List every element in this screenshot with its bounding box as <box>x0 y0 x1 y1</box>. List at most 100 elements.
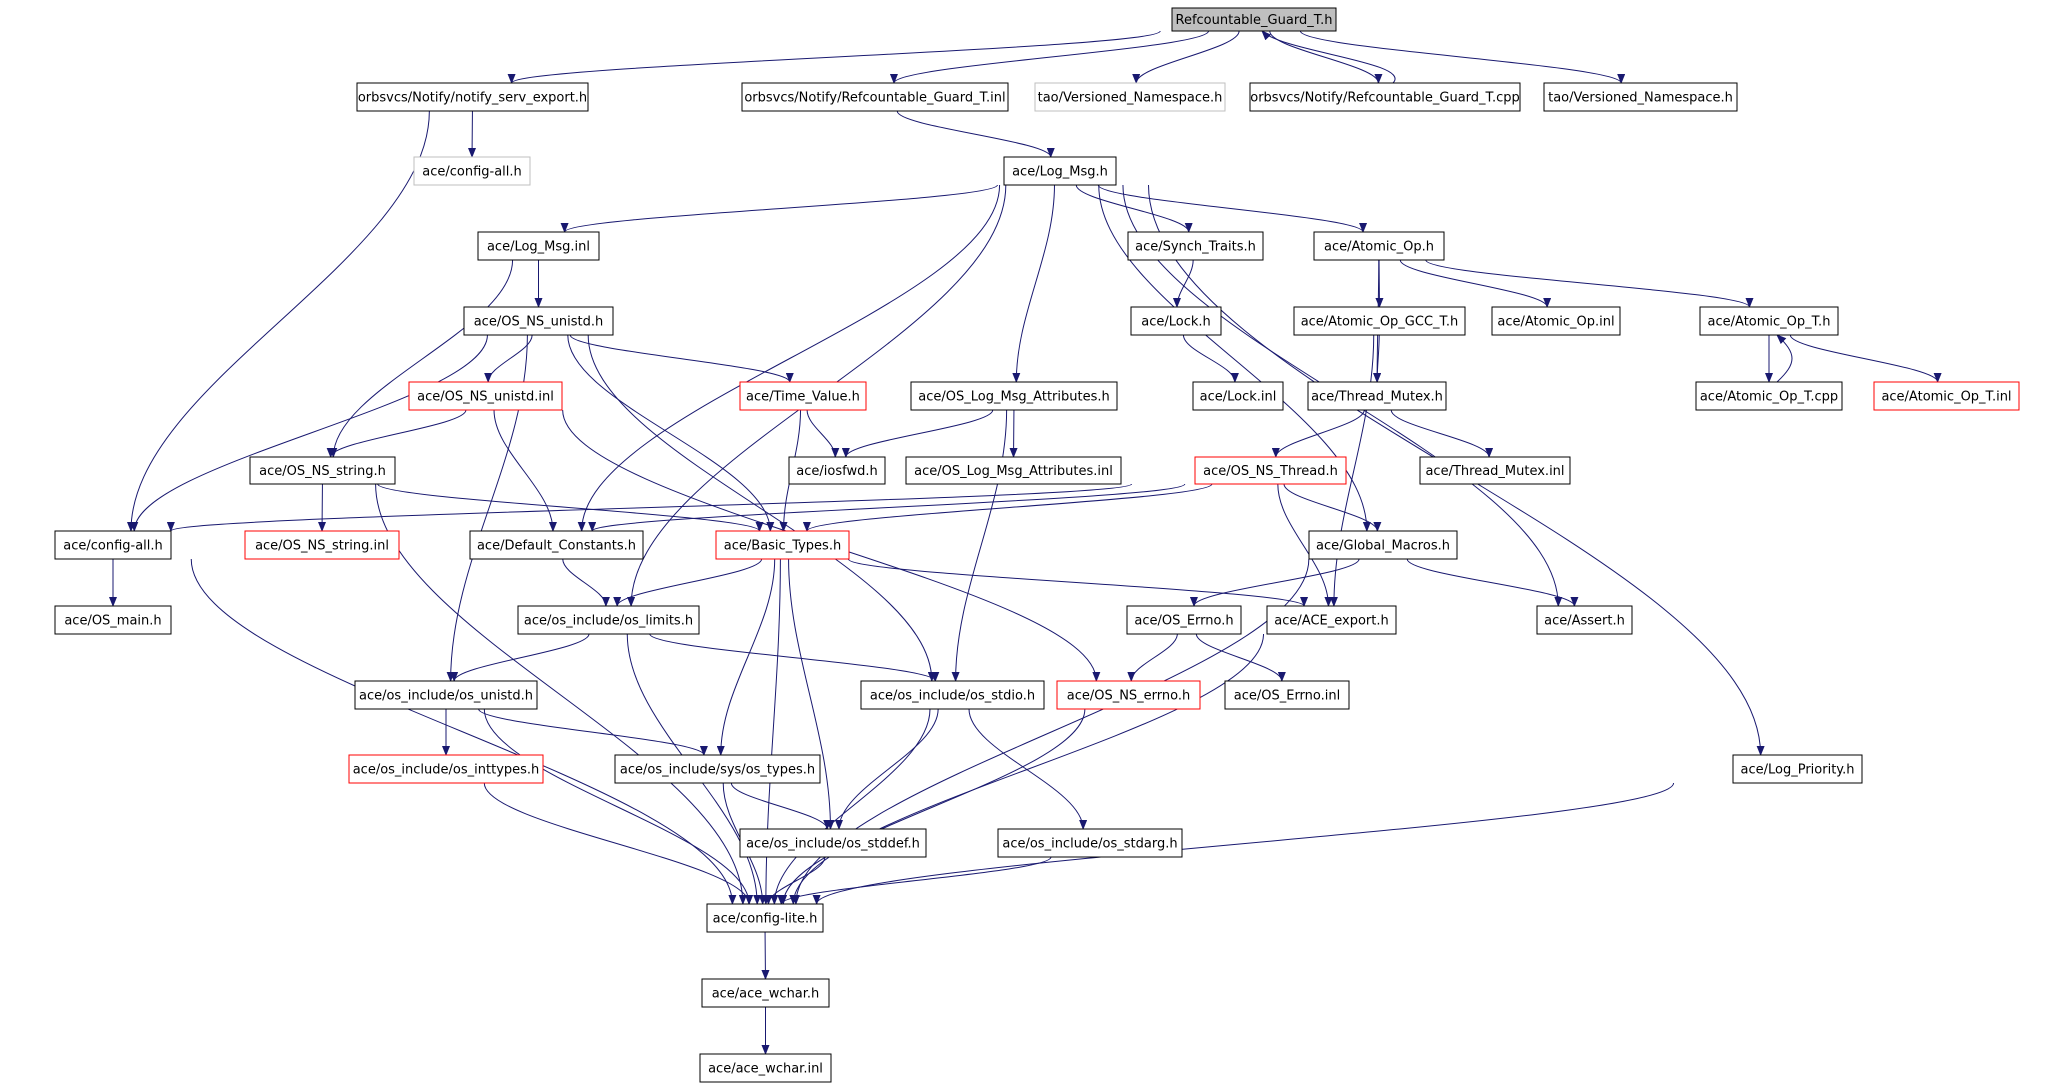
node-rg_cpp[interactable]: orbsvcs/Notify/Refcountable_Guard_T.cpp <box>1249 82 1521 112</box>
node-root[interactable]: Refcountable_Guard_T.h <box>1171 7 1337 32</box>
node-os_errno_inl[interactable]: ace/OS_Errno.inl <box>1224 680 1350 710</box>
node-atomic_op_h[interactable]: ace/Atomic_Op.h <box>1313 231 1445 261</box>
edge-basic_types-to-ace_export <box>847 558 1308 607</box>
node-os_ns_unistd_inl[interactable]: ace/OS_NS_unistd.inl <box>408 381 563 411</box>
node-label-atomic_op_h: ace/Atomic_Op.h <box>1324 240 1434 255</box>
node-atomic_op_t_h[interactable]: ace/Atomic_Op_T.h <box>1699 306 1839 336</box>
node-box-log_attr_inl <box>905 456 1122 485</box>
edge-thread_mutex_h-to-thread_mutex_inl <box>1390 409 1494 458</box>
node-config_all_missing[interactable]: ace/config-all.h <box>413 156 531 186</box>
edge-os_ns_errno-to-config_lite <box>779 708 1086 905</box>
node-box-rg_cpp <box>1249 82 1521 112</box>
node-atomic_op_t_cpp[interactable]: ace/Atomic_Op_T.cpp <box>1695 381 1843 411</box>
node-box-os_errno_h <box>1126 605 1242 635</box>
node-ace_wchar_h[interactable]: ace/ace_wchar.h <box>701 978 830 1008</box>
node-label-log_attr_inl: ace/OS_Log_Msg_Attributes.inl <box>914 464 1113 479</box>
node-atomic_op_t_inl[interactable]: ace/Atomic_Op_T.inl <box>1873 381 2020 411</box>
node-os_errno_h[interactable]: ace/OS_Errno.h <box>1126 605 1242 635</box>
node-ace_export[interactable]: ace/ACE_export.h <box>1266 605 1397 635</box>
node-label-log_attr_h: ace/OS_Log_Msg_Attributes.h <box>918 390 1109 405</box>
node-box-lock_h <box>1130 306 1222 336</box>
node-label-os_inttypes: ace/os_include/os_inttypes.h <box>353 763 540 778</box>
edge-os_ns_unistd_h-to-time_value <box>569 334 794 383</box>
edge-log_msg_h-to-log_msg_inl <box>560 184 998 233</box>
edge-global_macros-to-assert_h <box>1406 558 1579 607</box>
node-sys_types[interactable]: ace/os_include/sys/os_types.h <box>614 754 821 784</box>
node-label-ace_wchar_inl: ace/ace_wchar.inl <box>708 1062 823 1077</box>
node-config_lite[interactable]: ace/config-lite.h <box>706 903 824 933</box>
node-label-notify_export: orbsvcs/Notify/notify_serv_export.h <box>358 91 587 106</box>
edge-os_ns_thread-to-config_all <box>167 483 1133 532</box>
edge-synch_traits-to-lock_h <box>1172 259 1194 308</box>
node-os_inttypes[interactable]: ace/os_include/os_inttypes.h <box>348 754 544 784</box>
node-box-lock_inl <box>1192 381 1284 411</box>
node-label-atomic_op_t_inl: ace/Atomic_Op_T.inl <box>1881 390 2011 405</box>
edge-os_ns_thread-to-global_macros <box>1283 483 1382 532</box>
node-box-os_ns_string_h <box>249 456 396 485</box>
node-box-os_stdio <box>860 680 1045 710</box>
node-log_priority[interactable]: ace/Log_Priority.h <box>1732 754 1863 784</box>
node-notify_export[interactable]: orbsvcs/Notify/notify_serv_export.h <box>356 82 589 112</box>
node-tao_vn[interactable]: tao/Versioned_Namespace.h <box>1543 82 1738 112</box>
node-label-config_all: ace/config-all.h <box>63 539 163 554</box>
node-atomic_op_inl[interactable]: ace/Atomic_Op.inl <box>1491 306 1621 336</box>
node-box-thread_mutex_inl <box>1419 456 1571 485</box>
node-assert_h[interactable]: ace/Assert.h <box>1536 605 1633 635</box>
node-os_ns_errno[interactable]: ace/OS_NS_errno.h <box>1056 680 1201 710</box>
node-os_ns_unistd_h[interactable]: ace/OS_NS_unistd.h <box>463 306 614 336</box>
node-os_limits[interactable]: ace/os_include/os_limits.h <box>517 605 700 635</box>
node-os_ns_string_h[interactable]: ace/OS_NS_string.h <box>249 456 396 485</box>
node-label-synch_traits: ace/Synch_Traits.h <box>1135 240 1256 255</box>
edge-atomic_op_t_h-to-atomic_op_t_inl <box>1789 334 1942 383</box>
edge-root-to-notify_export <box>507 30 1161 84</box>
node-log_attr_inl[interactable]: ace/OS_Log_Msg_Attributes.inl <box>905 456 1122 485</box>
node-default_constants[interactable]: ace/Default_Constants.h <box>469 530 644 560</box>
node-box-log_msg_inl <box>477 231 600 261</box>
node-os_stdio[interactable]: ace/os_include/os_stdio.h <box>860 680 1045 710</box>
node-time_value[interactable]: ace/Time_Value.h <box>739 381 867 411</box>
node-label-os_ns_string_inl: ace/OS_NS_string.inl <box>255 539 389 554</box>
node-os_main[interactable]: ace/OS_main.h <box>54 605 172 635</box>
node-box-atomic_op_h <box>1313 231 1445 261</box>
node-box-root <box>1171 7 1337 32</box>
node-box-os_errno_inl <box>1224 680 1350 710</box>
node-os_stdarg[interactable]: ace/os_include/os_stdarg.h <box>997 828 1183 858</box>
node-os_ns_thread[interactable]: ace/OS_NS_Thread.h <box>1194 456 1347 485</box>
node-label-ace_wchar_h: ace/ace_wchar.h <box>712 987 820 1002</box>
node-tao_vn_missing[interactable]: tao/Versioned_Namespace.h <box>1034 82 1226 112</box>
node-config_all[interactable]: ace/config-all.h <box>54 530 172 560</box>
node-thread_mutex_inl[interactable]: ace/Thread_Mutex.inl <box>1419 456 1571 485</box>
node-ace_wchar_inl[interactable]: ace/ace_wchar.inl <box>699 1053 832 1083</box>
node-log_attr_h[interactable]: ace/OS_Log_Msg_Attributes.h <box>910 381 1118 411</box>
node-box-log_msg_h <box>1003 156 1117 186</box>
node-lock_inl[interactable]: ace/Lock.inl <box>1192 381 1284 411</box>
node-label-atomic_op_t_cpp: ace/Atomic_Op_T.cpp <box>1700 390 1838 405</box>
edge-os_ns_unistd_h-to-os_stdio <box>587 334 936 682</box>
edge-os_stdio-to-os_stdarg <box>968 708 1088 830</box>
node-log_msg_h[interactable]: ace/Log_Msg.h <box>1003 156 1117 186</box>
node-os_stddef[interactable]: ace/os_include/os_stddef.h <box>739 828 927 858</box>
node-basic_types[interactable]: ace/Basic_Types.h <box>715 530 850 560</box>
node-rg_inl[interactable]: orbsvcs/Notify/Refcountable_Guard_T.inl <box>741 82 1009 112</box>
edge-atomic_op_h-to-atomic_op_inl <box>1399 259 1552 308</box>
node-box-iosfwd <box>788 456 886 485</box>
node-label-os_stdarg: ace/os_include/os_stdarg.h <box>1002 837 1177 852</box>
node-label-os_errno_h: ace/OS_Errno.h <box>1134 614 1233 629</box>
node-label-atomic_op_inl: ace/Atomic_Op.inl <box>1497 315 1614 330</box>
node-os_unistd[interactable]: ace/os_include/os_unistd.h <box>354 680 538 710</box>
node-box-os_ns_unistd_h <box>463 306 614 336</box>
edge-log_msg_h-to-default_constants <box>577 184 1001 532</box>
node-lock_h[interactable]: ace/Lock.h <box>1130 306 1222 336</box>
node-log_msg_inl[interactable]: ace/Log_Msg.inl <box>477 231 600 261</box>
edge-root-to-tao_vn <box>1299 30 1626 84</box>
node-thread_mutex_h[interactable]: ace/Thread_Mutex.h <box>1307 381 1447 411</box>
edge-os_ns_unistd_h-to-os_ns_unistd_inl <box>484 334 533 383</box>
node-box-sys_types <box>614 754 821 784</box>
node-synch_traits[interactable]: ace/Synch_Traits.h <box>1127 231 1264 261</box>
node-label-global_macros: ace/Global_Macros.h <box>1316 539 1450 554</box>
node-global_macros[interactable]: ace/Global_Macros.h <box>1308 530 1458 560</box>
node-iosfwd[interactable]: ace/iosfwd.h <box>788 456 886 485</box>
node-atomic_gcc[interactable]: ace/Atomic_Op_GCC_T.h <box>1293 306 1466 336</box>
node-os_ns_string_inl[interactable]: ace/OS_NS_string.inl <box>244 530 400 560</box>
